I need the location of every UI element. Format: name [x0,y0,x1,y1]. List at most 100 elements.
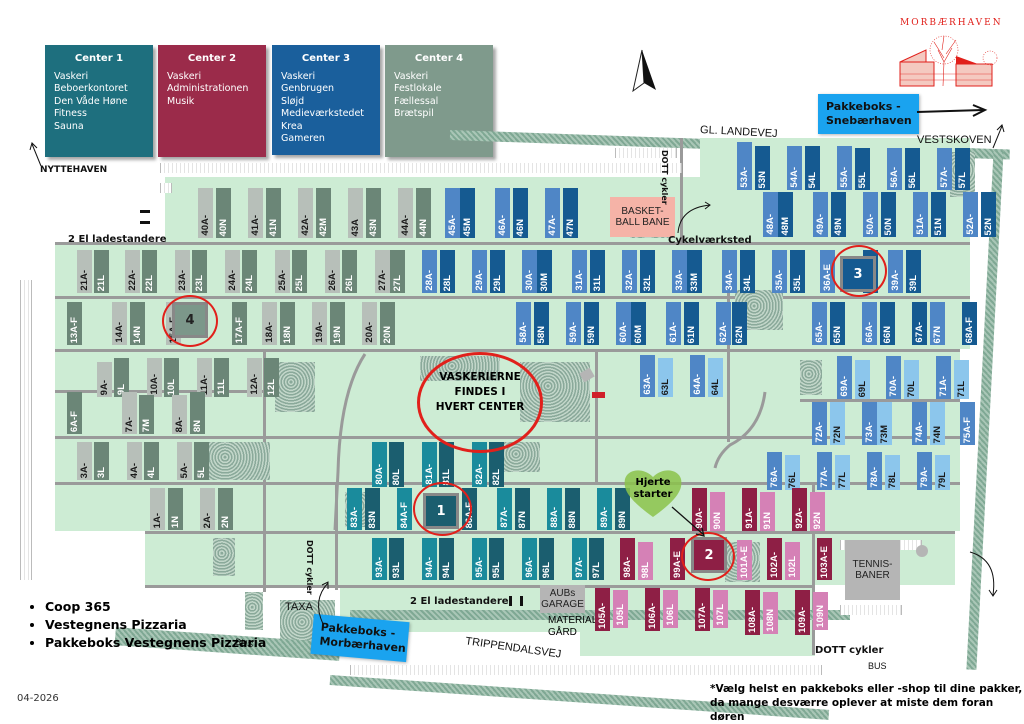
unit-65a: 65A- [812,302,827,345]
path [335,485,338,590]
arrow-up-left-icon [29,142,42,167]
unit-14n: 14N [130,302,145,345]
unit-label: 23L [194,274,205,291]
taxa-label: TAXA [285,601,313,613]
unit-64a: 64A- [690,355,705,397]
unit-4l: 4L [144,442,159,480]
unit-108n: 108N [763,592,778,634]
unit-35a: 35A- [772,250,787,293]
unit-11l: 11L [214,358,229,397]
unit-label: 72A- [814,422,825,443]
unit-83a: 83A- [347,488,362,530]
unit-80a: 80A- [372,442,387,487]
facility: Administrationen [167,83,249,94]
el-ladestandere-bottom: 2 El ladestandere [410,596,509,607]
unit-52n: 52N [981,192,996,237]
facility: Gameren [281,133,325,144]
footnote-line: da mange desværre oplever at miste dem f… [710,697,994,723]
footnote: *Vælg helst en pakkeboks eller -shop til… [710,682,1024,724]
unit-label: 74A- [914,422,925,443]
unit-label: 62A- [718,322,729,343]
logo-text: MORBÆRHAVEN [900,18,1003,28]
unit-label: 67N [932,325,943,343]
unit-32a: 32A- [622,250,637,293]
unit-label: 2N [220,515,231,528]
path [55,242,970,245]
shop-list: Coop 365 Vestegnens Pizzaria Pakkeboks V… [27,598,266,652]
unit-62a: 62A- [716,302,731,345]
unit-label: 91N [762,511,773,529]
unit-label: 87N [517,510,528,528]
unit-103ae: 103A-E [817,538,832,580]
unit-label: 46A- [497,215,508,236]
unit-label: 106A- [647,603,658,629]
unit-label: 73A- [864,422,875,443]
unit-label: 88A- [549,507,560,528]
path [727,290,730,442]
unit-label: 18A- [264,322,275,343]
center-facilities: Vaskeri Genbrugen Sløjd Medieværkstedet … [272,71,380,146]
unit-label: 14A- [114,322,125,343]
parking [840,605,902,615]
unit-label: 106L [665,604,676,626]
dott-cykler-bottom: DOTT cykler [815,645,884,656]
unit-55a: 55A- [837,146,852,190]
unit-label: 13A-F [69,316,80,343]
unit-label: 83A- [349,507,360,528]
tree-patch [213,538,235,576]
unit-18a: 18A- [262,302,277,345]
unit-70l: 70L [904,360,919,399]
pakkeboks-label: Pakkeboks - Snebærhaven [826,100,912,127]
facility: Sløjd [281,95,305,107]
unit-label: 80A- [374,464,385,485]
vaskerierne-note: VASKERIERNE FINDES I HVERT CENTER [435,371,525,413]
unit-50a: 50A- [863,192,878,237]
parking [615,148,677,158]
unit-51n: 51N [931,192,946,237]
unit-77a: 77A- [817,452,832,490]
unit-label: 76A- [769,467,780,488]
facility: Sauna [54,120,84,132]
unit-42a: 42A- [298,188,313,238]
el-ladestandere-top: 2 El ladestandere [68,234,167,245]
unit-70a: 70A- [886,356,901,399]
unit-label: 4L [146,466,157,478]
unit-91n: 91N [760,492,775,531]
unit-label: 24A- [227,270,238,291]
unit-78a: 78A- [867,452,882,490]
unit-label: 64L [710,378,721,395]
center-title: Center 1 [74,53,124,64]
unit-label: 60M [633,324,644,343]
unit-label: 28A- [424,270,435,291]
unit-71l: 71L [954,360,969,399]
unit-label: 62N [734,325,745,343]
unit-39l: 39L [906,250,921,293]
unit-label: 54A- [789,167,800,188]
unit-label: 27L [392,274,403,291]
unit-label: 109N [815,605,826,628]
path [595,352,598,485]
unit-label: 96A- [524,557,535,578]
unit-1n: 1N [168,488,183,530]
block [580,632,815,656]
unit-label: 33A- [674,270,685,291]
unit-92n: 92N [810,492,825,531]
highlight-ring [417,352,543,453]
unit-48m: 48M [778,192,793,237]
unit-109a: 109A- [795,590,810,635]
facility: Vaskeri [167,70,202,82]
unit-label: 77A- [819,467,830,488]
unit-label: 26L [344,274,355,291]
unit-label: 47N [565,218,576,236]
unit-label: 54L [807,171,818,188]
unit-75af: 75A-F [960,402,975,445]
unit-label: 60A- [618,322,629,343]
unit-25a: 25A- [275,250,290,293]
unit-label: 28L [442,274,453,291]
basketball-court: BASKET- BALL BANE [610,197,675,237]
parking [160,183,172,193]
unit-88a: 88A- [547,488,562,530]
unit-label: 105A- [597,603,608,629]
unit-55l: 55L [855,148,870,190]
unit-10l: 10L [164,358,179,397]
